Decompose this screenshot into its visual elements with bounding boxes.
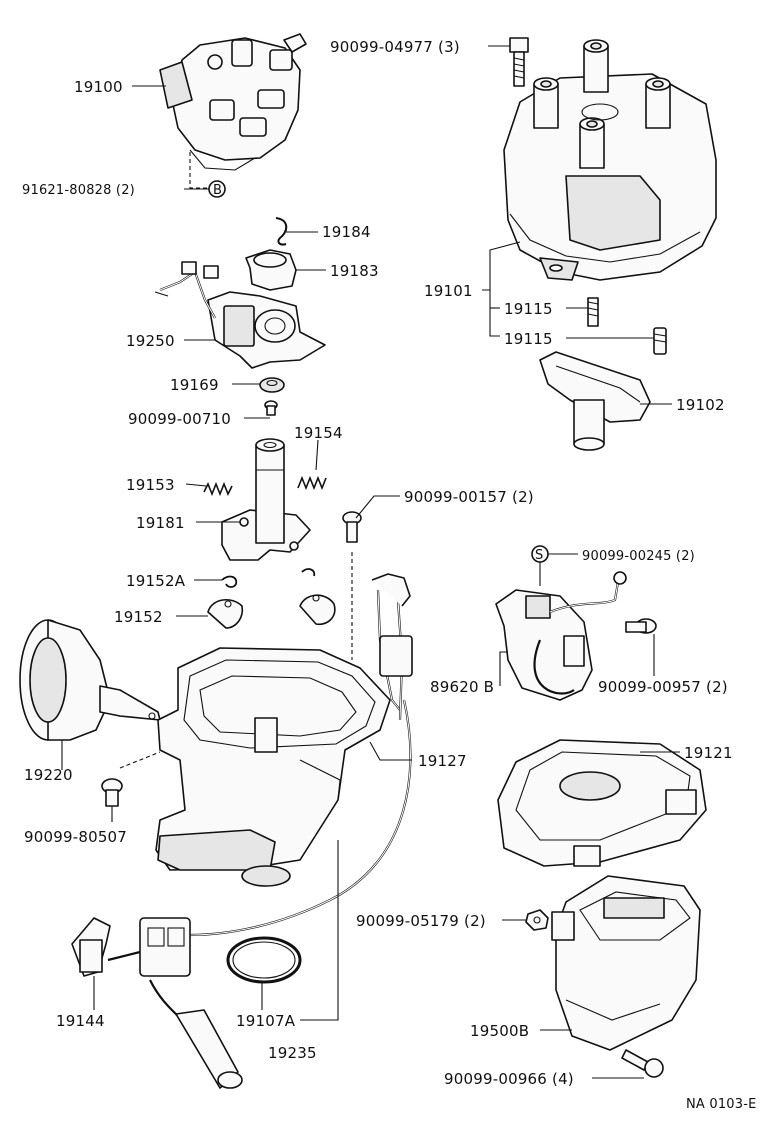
- label-19250: 19250: [126, 332, 175, 350]
- distributor-assembly-19100[interactable]: [159, 33, 307, 171]
- distributor-cap-19101[interactable]: [503, 39, 717, 281]
- wiring-harness: [189, 573, 413, 937]
- label-90099-00957: 90099-00957 (2): [598, 678, 728, 696]
- bolt-90099-04977[interactable]: [509, 37, 529, 87]
- marker-s-text: S: [535, 548, 543, 563]
- label-90099-00157: 90099-00157 (2): [404, 488, 534, 506]
- part-labels: 19100 91621-80828 (2) 19184 19183 19250 …: [22, 38, 757, 1112]
- label-19115-spring: 19115: [504, 300, 553, 318]
- label-90099-00245: 90099-00245 (2): [582, 549, 695, 564]
- vacuum-advance-19220[interactable]: [19, 619, 161, 769]
- spring-19154[interactable]: [297, 475, 327, 491]
- shaft-governor-19181[interactable]: [221, 438, 311, 561]
- label-19169: 19169: [170, 376, 219, 394]
- screw-90099-80507[interactable]: [101, 778, 123, 807]
- spring-19153[interactable]: [203, 481, 233, 497]
- clip-19152a[interactable]: [221, 568, 316, 588]
- leader-lines: [61, 45, 680, 1079]
- label-19121: 19121: [684, 744, 733, 762]
- label-19107a: 19107A: [236, 1012, 296, 1030]
- marker-b-text: B: [213, 183, 222, 198]
- label-19184: 19184: [322, 223, 371, 241]
- label-19101: 19101: [424, 282, 473, 300]
- diagram-code: NA 0103-E: [686, 1097, 757, 1112]
- label-19144: 19144: [56, 1012, 105, 1030]
- o-ring-19107a[interactable]: [226, 936, 302, 984]
- housing-19127[interactable]: [155, 647, 391, 887]
- spring-19115[interactable]: [587, 297, 599, 327]
- label-90099-80507: 90099-80507: [24, 828, 127, 846]
- screw-90099-00957[interactable]: [625, 618, 657, 634]
- label-19115-carbon: 19115: [504, 330, 553, 348]
- label-90099-00966: 90099-00966 (4): [444, 1070, 574, 1088]
- cover-19121[interactable]: [497, 739, 707, 867]
- rotor-19102[interactable]: [539, 351, 651, 451]
- sensor-19144[interactable]: [71, 917, 243, 1089]
- label-19102: 19102: [676, 396, 725, 414]
- washer-19169[interactable]: [259, 377, 285, 393]
- marker-s: S: [531, 545, 549, 586]
- screw-90099-00710[interactable]: [264, 400, 278, 416]
- label-89620b: 89620 B: [430, 678, 494, 696]
- ignition-coil-19500b[interactable]: [551, 875, 701, 1051]
- label-19153: 19153: [126, 476, 175, 494]
- label-19220: 19220: [24, 766, 73, 784]
- screw-90099-00157[interactable]: [342, 511, 362, 660]
- label-91621-80828: 91621-80828 (2): [22, 183, 135, 198]
- igniter-89620b[interactable]: [495, 571, 627, 701]
- label-19100: 19100: [74, 78, 123, 96]
- label-19152a: 19152A: [126, 572, 186, 590]
- weight-19152[interactable]: [207, 594, 336, 629]
- clip-19184[interactable]: [275, 217, 288, 246]
- label-19183: 19183: [330, 262, 379, 280]
- carbon-19115[interactable]: [653, 327, 667, 355]
- cap-19183[interactable]: [245, 249, 297, 291]
- bolt-90099-00966[interactable]: [621, 1049, 664, 1078]
- label-19152: 19152: [114, 608, 163, 626]
- label-19235: 19235: [268, 1044, 317, 1062]
- label-90099-05179: 90099-05179 (2): [356, 912, 486, 930]
- label-19500b: 19500B: [470, 1022, 529, 1040]
- label-90099-00710: 90099-00710: [128, 410, 231, 428]
- pickup-assembly-19250[interactable]: [154, 261, 326, 369]
- nut-90099-05179[interactable]: [525, 909, 549, 931]
- label-19127: 19127: [418, 752, 467, 770]
- label-19181: 19181: [136, 514, 185, 532]
- label-90099-04977: 90099-04977 (3): [330, 38, 460, 56]
- label-19154: 19154: [294, 424, 343, 442]
